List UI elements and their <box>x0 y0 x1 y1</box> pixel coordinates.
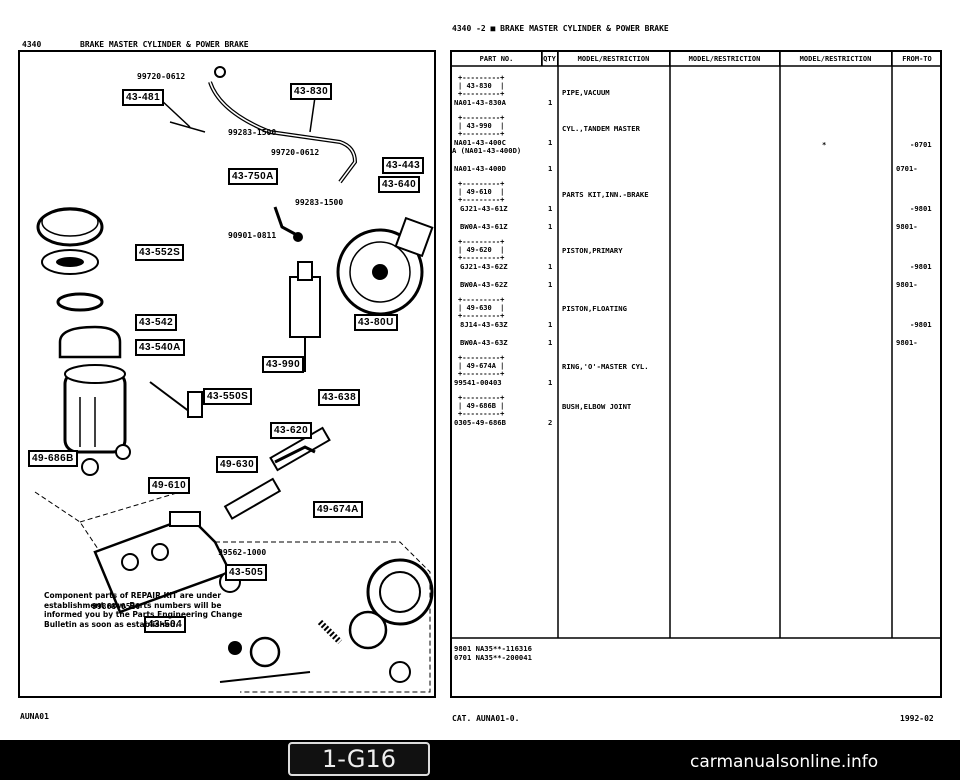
callout-43-542: 43-542 <box>135 314 178 331</box>
page-title-left: BRAKE MASTER CYLINDER & POWER BRAKE <box>80 40 249 49</box>
callout-43-990: 43-990 <box>262 356 305 373</box>
from-to: 9801- <box>896 280 918 289</box>
callout-43-638: 43-638 <box>318 389 361 406</box>
part-number: BW0A-43-63Z <box>460 338 508 347</box>
watermark: carmanualsonline.info <box>690 752 879 772</box>
description: RING,'O'-MASTER CYL. <box>562 362 649 371</box>
part-number: NA01-43-400C <box>454 138 506 147</box>
part-label-90901-0811: 90901-0811 <box>228 231 277 240</box>
part-label-99720-0612-mid: 99720-0612 <box>271 148 320 157</box>
callout-43-504: 43-504 <box>144 616 187 633</box>
ref-box-49-620: +---------+ | 49-620 | +---------+ <box>458 238 505 262</box>
description: CYL.,TANDEM MASTER <box>562 124 640 133</box>
callout-43-540a: 43-540A <box>135 339 185 356</box>
ref-label: 43-830 <box>466 82 492 90</box>
qty: 1 <box>548 98 553 107</box>
ref-label: 49-630 <box>466 304 492 312</box>
part-label-99283-1500-mid: 99283-1500 <box>295 198 344 207</box>
part-label-99562-1000: 99562-1000 <box>218 548 267 557</box>
from-to: 0701- <box>896 164 918 173</box>
part-number: BW0A-43-62Z <box>460 280 508 289</box>
ref-box-49-610: +---------+ | 49-610 | +---------+ <box>458 180 505 204</box>
page-code-left: 4340 <box>22 40 42 49</box>
from-to: 9801- <box>896 338 918 347</box>
footer-date: 1992-02 <box>900 714 934 723</box>
description: PISTON,PRIMARY <box>562 246 623 255</box>
qty: 2 <box>548 418 553 427</box>
exploded-diagram: 43-481 43-830 43-443 43-750A 43-640 43-5… <box>18 50 436 698</box>
qty: 1 <box>548 204 553 213</box>
parts-table: PART NO. QTY MODEL/RESTRICTION MODEL/RES… <box>450 50 942 698</box>
diagram-drawing <box>34 66 434 693</box>
part-label-99283-1500-top: 99283-1500 <box>228 128 277 137</box>
footnote: 0701 NA35**-200041 <box>454 653 532 662</box>
callout-49-610: 49-610 <box>148 477 191 494</box>
callout-43-620: 43-620 <box>270 422 313 439</box>
description: PIPE,VACUUM <box>562 88 610 97</box>
from-to: 9801- <box>896 222 918 231</box>
qty: 1 <box>548 262 553 271</box>
ref-label: 49-674A <box>466 362 496 370</box>
footnote: 9801 NA35**-116316 <box>454 644 532 653</box>
from-to: -9801 <box>910 262 932 271</box>
description: PISTON,FLOATING <box>562 304 627 313</box>
part-number: 0305-49-686B <box>454 418 506 427</box>
part-number: BW0A-43-61Z <box>460 222 508 231</box>
callout-43-640: 43-640 <box>378 176 421 193</box>
part-label-99720-0612-top: 99720-0612 <box>137 72 186 81</box>
callout-49-686b: 49-686B <box>28 450 78 467</box>
table-grid <box>452 52 940 639</box>
part-number: NA01-43-400D <box>454 164 506 173</box>
from-to: -9801 <box>910 204 932 213</box>
ref-label: 49-686B <box>466 402 496 410</box>
callout-43-830: 43-830 <box>290 83 333 100</box>
callout-43-505: 43-505 <box>225 564 268 581</box>
ref-label: 49-610 <box>466 188 492 196</box>
qty: 1 <box>548 320 553 329</box>
col-header-from-to: FROM-TO <box>902 55 932 63</box>
qty: 1 <box>548 164 553 173</box>
part-number: GJ21-43-62Z <box>460 262 508 271</box>
from-to: -9801 <box>910 320 932 329</box>
qty: 1 <box>548 378 553 387</box>
ref-box-49-630: +---------+ | 49-630 | +---------+ <box>458 296 505 320</box>
qty: 1 <box>548 338 553 347</box>
callout-43-80u: 43-80U <box>354 314 398 331</box>
part-label-99868-0520: 99868-0520 <box>92 602 141 611</box>
qty: 1 <box>548 138 553 147</box>
repair-kit-note: Component parts of REPAIR KIT are under … <box>44 591 243 629</box>
callout-43-443: 43-443 <box>382 157 425 174</box>
alt-part-number: A (NA01-43-400D) <box>452 146 522 155</box>
callout-43-750a: 43-750A <box>228 168 278 185</box>
part-number: 99541-00403 <box>454 378 502 387</box>
part-number: NA01-43-830A <box>454 98 506 107</box>
ref-box-49-686b: +---------+ | 49-686B | +---------+ <box>458 394 505 418</box>
footer-catalog: CAT. AUNA01-0. <box>452 714 520 723</box>
part-number: 8J14-43-63Z <box>460 320 508 329</box>
part-number: GJ21-43-61Z <box>460 204 508 213</box>
callout-43-550s: 43-550S <box>203 388 253 405</box>
ref-box-49-674a: +---------+ | 49-674A | +---------+ <box>458 354 505 378</box>
callout-49-630: 49-630 <box>216 456 259 473</box>
ref-label: 49-620 <box>466 246 492 254</box>
callout-43-481: 43-481 <box>122 89 165 106</box>
footer-left-code: AUNA01 <box>20 712 49 721</box>
description: BUSH,ELBOW JOINT <box>562 402 632 411</box>
ref-box-43-990: +---------+ | 43-990 | +---------+ <box>458 114 505 138</box>
callout-49-674a: 49-674A <box>313 501 363 518</box>
from-to: -0701 <box>910 140 932 149</box>
ref-box-43-830: +---------+ | 43-830 | +---------+ <box>458 74 505 98</box>
page-number-label: 1-G16 <box>288 742 430 776</box>
restriction-mark: * <box>822 140 827 149</box>
callout-43-552s: 43-552S <box>135 244 185 261</box>
bottom-bar <box>0 740 960 780</box>
description: PARTS KIT,INN.-BRAKE <box>562 190 649 199</box>
ref-label: 43-990 <box>466 122 492 130</box>
qty: 1 <box>548 222 553 231</box>
page-title-right: 4340 -2 ■ BRAKE MASTER CYLINDER & POWER … <box>452 24 669 33</box>
qty: 1 <box>548 280 553 289</box>
